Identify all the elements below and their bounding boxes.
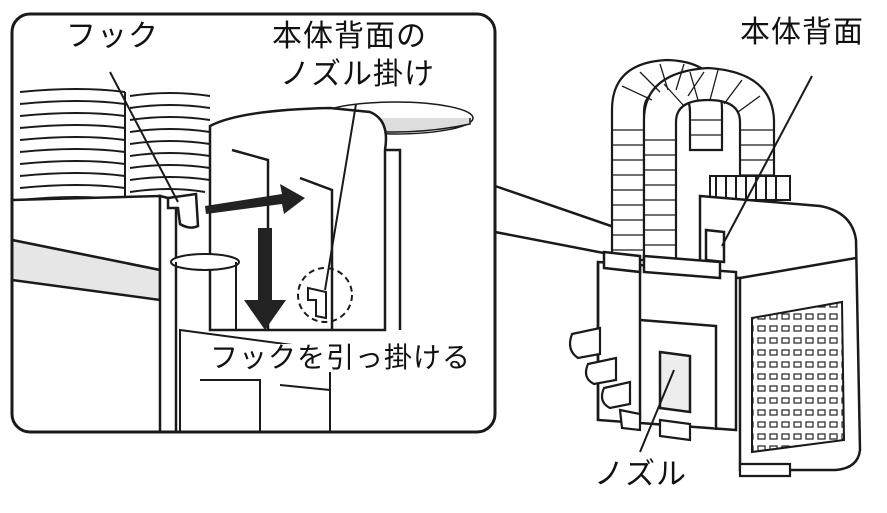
top-cap [709,175,791,201]
label-nozzle: ノズル [592,457,689,492]
label-nozzle-hanger-line2: ノズル掛け [278,57,437,92]
hose-coils-left [19,88,211,205]
detail-inset [10,12,497,434]
hook-part [166,192,200,229]
nozzle-tabs [568,326,632,410]
label-nozzle-hanger-line1: 本体背面の [270,19,429,54]
hanger-highlight-circle [297,267,353,323]
label-hook: フック [64,19,161,54]
inset-leaders [109,71,357,291]
vent-grille [751,300,846,454]
nozzle-holder [596,250,738,432]
hose-loop [610,58,776,272]
label-main-body-back: 本体背面 [738,15,866,50]
body-back-plate [208,106,402,332]
main-unit [568,58,862,478]
frame-shelf [12,194,178,432]
unit-feet [618,408,792,478]
nozzle-hanger [307,286,327,320]
label-hook-action: フックを引っ掛ける [208,341,474,374]
main-leaders [639,75,813,453]
move-arrows [205,184,305,330]
inset-frame [10,12,497,434]
